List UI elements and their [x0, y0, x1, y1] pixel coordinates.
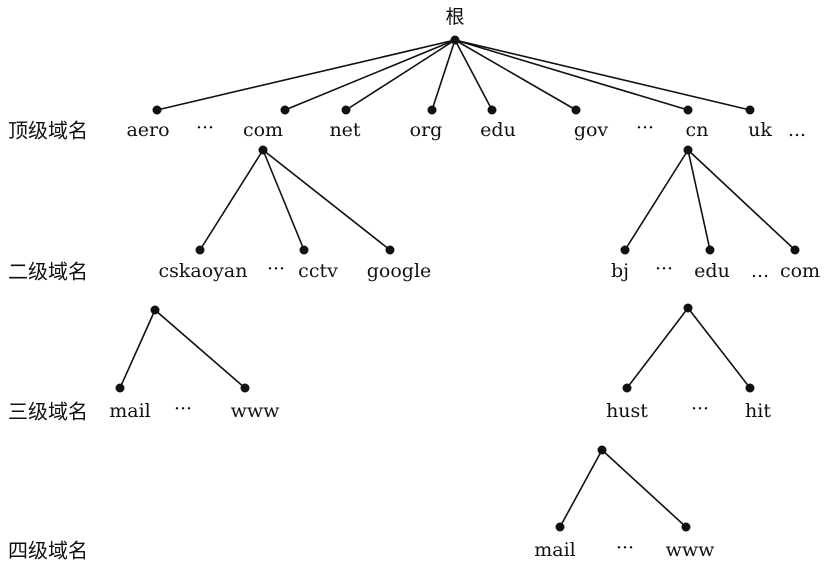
- level-label-top: 顶级域名: [8, 119, 88, 143]
- level-label-fourth: 四级域名: [8, 539, 88, 563]
- second-level-labels: cskaoyan ··· cctv google bj ··· edu ... …: [159, 258, 821, 282]
- ellipsis: ...: [788, 119, 806, 141]
- ellipsis: ···: [616, 537, 634, 559]
- node-bj: bj: [611, 260, 629, 282]
- node-aero: aero: [126, 119, 169, 141]
- node-com: com: [243, 119, 283, 141]
- ellipsis: ···: [691, 398, 709, 420]
- nodes: [115, 35, 800, 532]
- ellipsis: ···: [174, 398, 192, 420]
- node-mail: mail: [534, 539, 576, 561]
- node-edu: edu: [480, 119, 516, 141]
- level-label-third: 三级域名: [8, 400, 88, 424]
- ellipsis: ···: [267, 258, 285, 280]
- node-gov: gov: [574, 119, 609, 141]
- ellipsis: ...: [751, 260, 769, 282]
- node-org: org: [410, 119, 443, 141]
- node-mail: mail: [109, 400, 151, 422]
- node-google: google: [367, 260, 432, 282]
- third-level-labels: mail ··· www hust ··· hit: [109, 398, 771, 422]
- node-net: net: [329, 119, 360, 141]
- top-level-labels: aero ··· com net org edu gov ··· cn uk .…: [126, 117, 806, 141]
- node-hust: hust: [606, 400, 648, 422]
- node-edu: edu: [694, 260, 730, 282]
- edges: [119, 39, 796, 528]
- fourth-level-labels: mail ··· www: [534, 537, 715, 561]
- node-cctv: cctv: [298, 260, 338, 282]
- node-uk: uk: [748, 119, 772, 141]
- ellipsis: ···: [196, 117, 214, 139]
- node-cn: cn: [686, 119, 709, 141]
- node-www: www: [231, 400, 281, 422]
- node-hit: hit: [745, 400, 771, 422]
- ellipsis: ···: [655, 258, 673, 280]
- node-com: com: [780, 260, 820, 282]
- node-www: www: [666, 539, 716, 561]
- level-label-second: 二级域名: [8, 260, 88, 284]
- root-label: 根: [445, 6, 464, 28]
- ellipsis: ···: [636, 117, 654, 139]
- node-cskaoyan: cskaoyan: [159, 260, 248, 282]
